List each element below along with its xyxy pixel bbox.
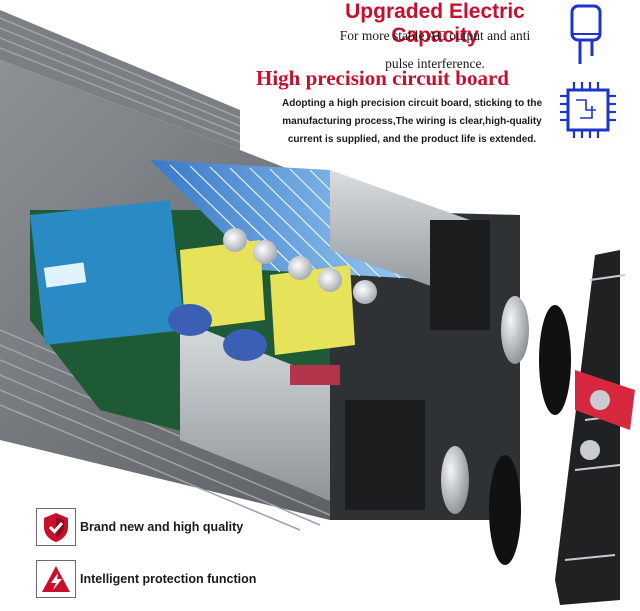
housing-top (0, 10, 240, 150)
headline-upgraded-capacity: Upgraded Electric Capacity (345, 0, 525, 47)
shield-icon-badge (36, 508, 76, 546)
fan-blade-upper (539, 305, 571, 415)
warning-icon-badge (36, 560, 76, 598)
fan-lower (345, 400, 425, 510)
lcd-battery-icon (43, 262, 87, 288)
large-capacitor-2 (223, 329, 267, 361)
fan-blade-lower (489, 455, 521, 565)
fan-upper (430, 220, 490, 330)
lcd-display (30, 200, 185, 345)
circuit-board-description: Adopting a high precision circuit board,… (281, 98, 542, 145)
red-component (290, 365, 340, 385)
capacity-description-line-1: For more stable AC output and anti (339, 28, 531, 43)
exploded-disk-lower (441, 446, 469, 514)
warning-lightning-icon (42, 566, 70, 592)
capacitor-icon (570, 4, 602, 64)
feature-label: Intelligent protection function (80, 572, 257, 586)
capacity-description: For more stable AC output and anti pulse… (300, 24, 570, 76)
capacity-description-line-2: pulse interference. (385, 56, 485, 71)
shield-icon (44, 513, 68, 542)
transformer-2 (270, 265, 355, 355)
feature-label: Brand new and high quality (80, 520, 244, 534)
terminal-bolt-lower (580, 440, 600, 460)
capacitor-row (223, 228, 377, 304)
exploded-disk-upper (501, 296, 529, 364)
large-capacitor-1 (168, 304, 212, 336)
end-plate (555, 250, 620, 605)
feature-protection: Intelligent protection function (36, 560, 256, 598)
terminal-bolt-upper (590, 390, 610, 410)
circuit-chip-icon (560, 82, 616, 138)
feature-brand-new: Brand new and high quality (36, 508, 243, 546)
housing-fins (0, 17, 331, 531)
headline-circuit-board: High precision circuit board (256, 66, 509, 90)
